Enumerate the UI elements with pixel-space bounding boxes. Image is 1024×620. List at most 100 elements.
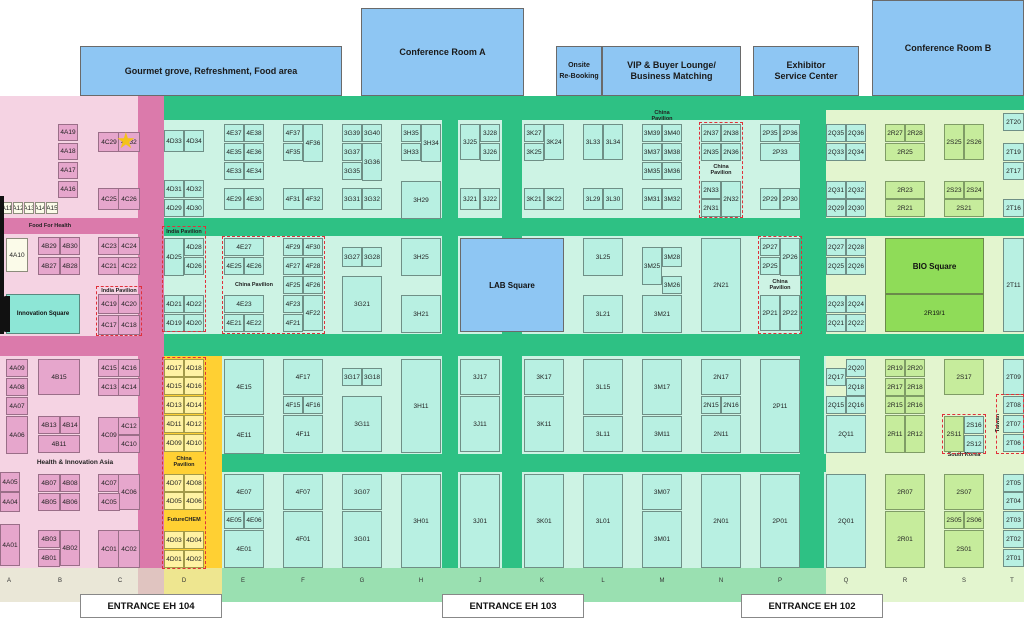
- booth-4f26[interactable]: 4F26: [303, 276, 323, 294]
- booth-4a08[interactable]: 4A08: [6, 378, 28, 396]
- booth-3h25[interactable]: 3H25: [401, 238, 441, 276]
- booth-4d34[interactable]: 4D34: [184, 130, 204, 152]
- booth-3k22[interactable]: 3K22: [544, 188, 564, 210]
- booth-4a18[interactable]: 4A18: [58, 143, 78, 160]
- booth-2s01[interactable]: 2S01: [944, 530, 984, 568]
- booth-a12[interactable]: A12: [13, 202, 23, 214]
- booth-4d29[interactable]: 4D29: [164, 199, 184, 217]
- booth-2n01[interactable]: 2N01: [701, 474, 741, 568]
- booth-3g36[interactable]: 3G36: [362, 143, 382, 181]
- booth-3m07[interactable]: 3M07: [642, 474, 682, 510]
- booth-4b01[interactable]: 4B01: [38, 549, 60, 567]
- booth-2q30[interactable]: 2Q30: [846, 199, 866, 217]
- booth-4f32[interactable]: 4F32: [303, 188, 323, 210]
- booth-4c01[interactable]: 4C01: [98, 530, 120, 568]
- booth-2t17[interactable]: 2T17: [1003, 162, 1024, 180]
- booth-2p21[interactable]: 2P21: [760, 295, 780, 331]
- booth-4a19[interactable]: 4A19: [58, 124, 78, 141]
- booth-2q28[interactable]: 2Q28: [846, 238, 866, 256]
- bio-square-booth[interactable]: 2R19/1: [885, 294, 984, 332]
- booth-4d12[interactable]: 4D12: [184, 415, 204, 433]
- booth-4b05[interactable]: 4B05: [38, 493, 60, 511]
- booth-2n17[interactable]: 2N17: [701, 359, 741, 395]
- booth-2n36[interactable]: 2N36: [721, 143, 741, 161]
- booth-2q15[interactable]: 2Q15: [826, 396, 846, 414]
- booth-3g32[interactable]: 3G32: [362, 188, 382, 210]
- booth-4d08[interactable]: 4D08: [184, 474, 204, 492]
- booth-3m38[interactable]: 3M38: [662, 143, 682, 161]
- booth-4e27[interactable]: 4E27: [224, 238, 264, 256]
- booth-4d16[interactable]: 4D16: [184, 377, 204, 395]
- booth-2r20[interactable]: 2R20: [905, 359, 925, 377]
- booth-2n15[interactable]: 2N15: [701, 396, 721, 414]
- booth-4f36[interactable]: 4F36: [303, 124, 323, 162]
- booth-4a17[interactable]: 4A17: [58, 162, 78, 179]
- booth-2s24[interactable]: 2S24: [964, 181, 984, 199]
- booth-4b29[interactable]: 4B29: [38, 237, 60, 255]
- booth-4b27[interactable]: 4B27: [38, 257, 60, 275]
- booth-4d02[interactable]: 4D02: [184, 550, 204, 568]
- booth-2n35[interactable]: 2N35: [701, 143, 721, 161]
- booth-4e21[interactable]: 4E21: [224, 314, 244, 332]
- booth-4c09[interactable]: 4C09: [98, 417, 120, 453]
- booth-2r15[interactable]: 2R15: [885, 396, 905, 414]
- booth-4a04[interactable]: 4A04: [0, 492, 20, 512]
- booth-2q17[interactable]: 2Q17: [826, 368, 846, 386]
- booth-4e26[interactable]: 4E26: [244, 257, 264, 275]
- booth-2s23[interactable]: 2S23: [944, 181, 964, 199]
- booth-4a01[interactable]: 4A01: [0, 524, 20, 566]
- booth-2n11[interactable]: 2N11: [701, 415, 741, 453]
- booth-3g21[interactable]: 3G21: [342, 276, 382, 332]
- booth-2t20[interactable]: 2T20: [1003, 113, 1024, 131]
- booth-4c23[interactable]: 4C23: [98, 237, 120, 255]
- booth-4d14[interactable]: 4D14: [184, 396, 204, 414]
- booth-2p25[interactable]: 2P25: [760, 257, 780, 275]
- booth-2n21[interactable]: 2N21: [701, 238, 741, 332]
- booth-3l01[interactable]: 3L01: [583, 474, 623, 568]
- booth-3j22[interactable]: 3J22: [480, 188, 500, 210]
- booth-3j11[interactable]: 3J11: [460, 396, 500, 452]
- booth-2r07[interactable]: 2R07: [885, 474, 925, 510]
- booth-4f23[interactable]: 4F23: [283, 295, 303, 313]
- booth-2n38[interactable]: 2N38: [721, 124, 741, 142]
- booth-4d32[interactable]: 4D32: [184, 180, 204, 198]
- booth-4b28[interactable]: 4B28: [60, 257, 80, 275]
- booth-4d15[interactable]: 4D15: [164, 377, 184, 395]
- booth-2r01[interactable]: 2R01: [885, 511, 925, 568]
- booth-2n31[interactable]: 2N31: [701, 199, 721, 217]
- booth-4f16[interactable]: 4F16: [303, 396, 323, 414]
- booth-4d30[interactable]: 4D30: [184, 199, 204, 217]
- booth-4d18[interactable]: 4D18: [184, 359, 204, 377]
- booth-2r23[interactable]: 2R23: [885, 181, 925, 199]
- booth-3m17[interactable]: 3M17: [642, 359, 682, 415]
- booth-4d01[interactable]: 4D01: [164, 550, 184, 568]
- booth-4a07[interactable]: 4A07: [6, 397, 28, 415]
- booth-4d17[interactable]: 4D17: [164, 359, 184, 377]
- booth-2p33[interactable]: 2P33: [760, 143, 800, 161]
- booth-4c06[interactable]: 4C06: [118, 474, 140, 510]
- booth-3m21[interactable]: 3M21: [642, 295, 682, 333]
- booth-3h29[interactable]: 3H29: [401, 181, 441, 219]
- booth-2r28[interactable]: 2R28: [905, 124, 925, 142]
- entrance-eh104[interactable]: ENTRANCE EH 104: [80, 594, 222, 618]
- booth-3h33[interactable]: 3H33: [401, 143, 421, 161]
- booth-2t01[interactable]: 2T01: [1003, 549, 1024, 567]
- booth-4c10[interactable]: 4C10: [118, 435, 140, 453]
- booth-3g27[interactable]: 3G27: [342, 247, 362, 267]
- booth-2q31[interactable]: 2Q31: [826, 181, 846, 199]
- booth-4d10[interactable]: 4D10: [184, 434, 204, 452]
- booth-4f30[interactable]: 4F30: [303, 238, 323, 256]
- booth-4e23[interactable]: 4E23: [224, 295, 264, 313]
- booth-3h01[interactable]: 3H01: [401, 474, 441, 568]
- booth-4e38[interactable]: 4E38: [244, 124, 264, 142]
- booth-4c02[interactable]: 4C02: [118, 530, 140, 568]
- booth-3h21[interactable]: 3H21: [401, 295, 441, 333]
- booth-4c18[interactable]: 4C18: [118, 315, 140, 335]
- booth-4c07[interactable]: 4C07: [98, 474, 120, 492]
- booth-3m28[interactable]: 3M28: [662, 247, 682, 267]
- booth-4e29[interactable]: 4E29: [224, 188, 244, 210]
- booth-4a10[interactable]: 4A10: [6, 238, 28, 272]
- booth-4f31[interactable]: 4F31: [283, 188, 303, 210]
- booth-3m31[interactable]: 3M31: [642, 188, 662, 210]
- booth-4e33[interactable]: 4E33: [224, 162, 244, 180]
